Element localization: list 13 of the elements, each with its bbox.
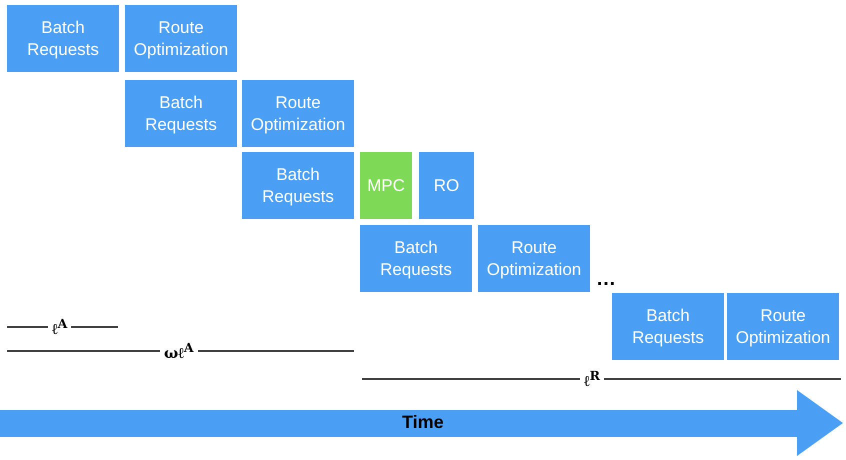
process-box: Batch Requests — [612, 293, 724, 360]
process-box: Batch Requests — [242, 152, 354, 219]
process-box: Route Optimization — [242, 80, 354, 147]
process-box: Route Optimization — [125, 5, 237, 72]
process-box: Route Optimization — [727, 293, 839, 360]
process-box: Batch Requests — [125, 80, 237, 147]
process-box: Batch Requests — [360, 225, 472, 292]
process-box: Batch Requests — [7, 5, 119, 72]
process-box: RO — [419, 152, 474, 219]
axis-title: Time — [401, 412, 445, 433]
process-box: MPC — [360, 152, 412, 219]
ellipsis: … — [595, 268, 617, 291]
process-box: Route Optimization — [478, 225, 590, 292]
